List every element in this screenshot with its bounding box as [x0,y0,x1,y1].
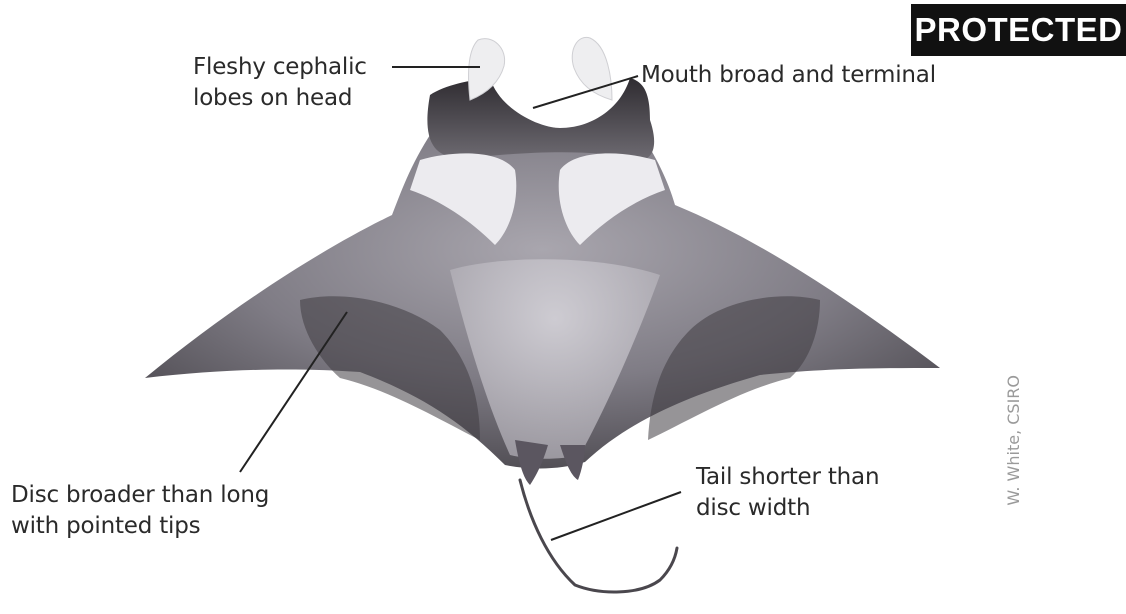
protected-badge: PROTECTED [911,4,1126,56]
disc-label: Disc broader than long with pointed tips [11,480,269,542]
left-cephalic-lobe [468,39,504,100]
tail-label: Tail shorter than disc width [696,462,879,524]
tail-leader-line [551,492,681,540]
mouth-label: Mouth broad and terminal [641,60,936,91]
photo-credit: W. White, CSIRO [1002,375,1026,555]
head [427,78,654,160]
cephalic-lobes-label: Fleshy cephalic lobes on head [193,52,367,114]
tail [520,480,677,592]
